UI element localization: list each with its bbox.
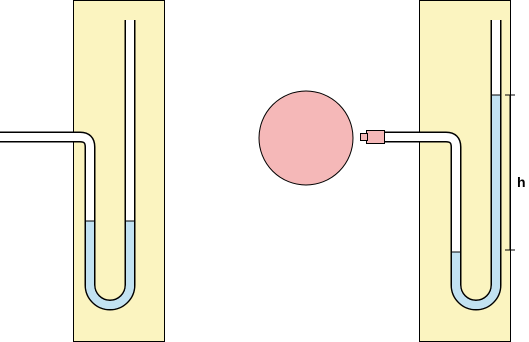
left-manometer	[0, 0, 165, 342]
tube-connector	[366, 130, 385, 144]
right-liquid	[452, 95, 500, 309]
left-inlet-tube	[0, 131, 96, 155]
left-u-tube	[84, 20, 136, 311]
connector-collar	[360, 133, 368, 141]
height-label: h	[517, 174, 526, 190]
right-inlet-tube	[380, 131, 462, 160]
right-manometer: h	[258, 0, 526, 342]
right-u-tube	[450, 20, 502, 311]
height-dimension: h	[505, 94, 526, 251]
left-liquid	[86, 221, 134, 309]
gas-bulb	[258, 90, 354, 186]
